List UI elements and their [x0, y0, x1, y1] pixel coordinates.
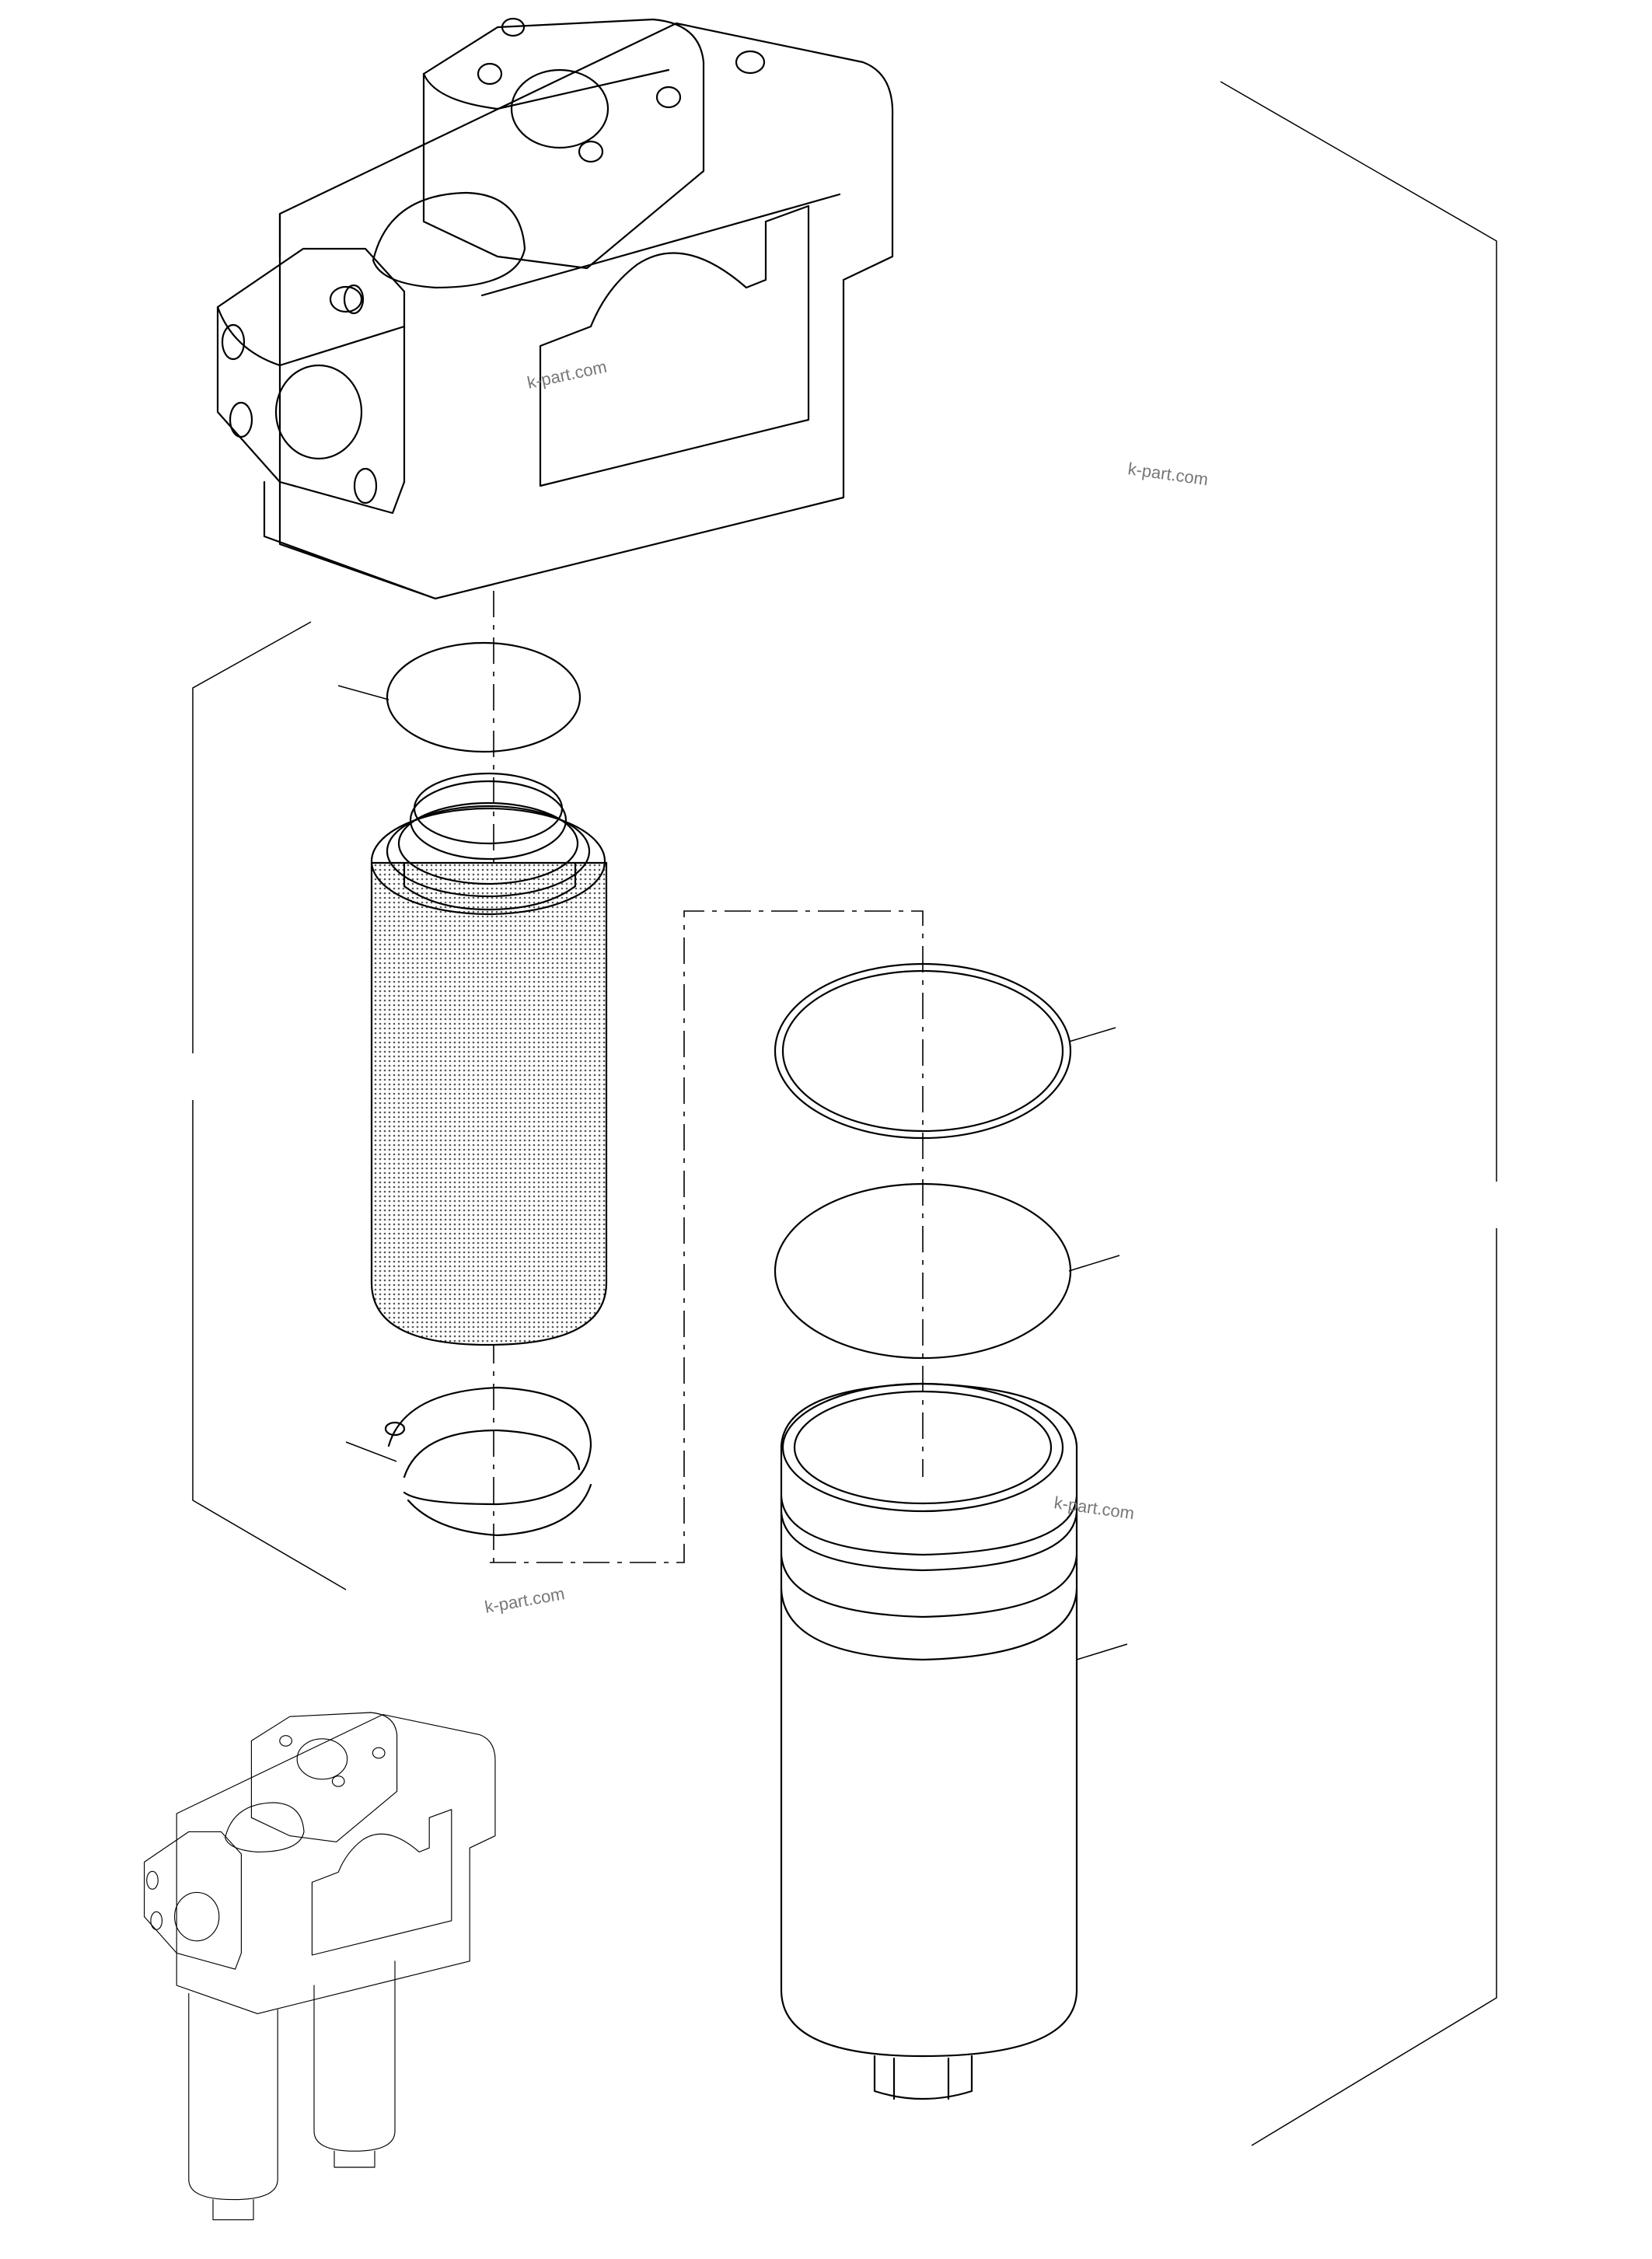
group-bracket-right [1220, 81, 1497, 2146]
filter-head [216, 17, 894, 600]
group-bracket-left [192, 621, 347, 1590]
watermark-3: k-part.com [1053, 1493, 1135, 1523]
filter-bowl [780, 1382, 1128, 2100]
filter-element [370, 772, 608, 1346]
watermark-1: k-part.com [526, 357, 609, 393]
backup-ring [774, 1182, 1120, 1360]
assembly-thumbnail [144, 1712, 496, 2221]
watermark-2: k-part.com [1126, 459, 1209, 489]
upper-o-ring [337, 641, 582, 753]
spring-clip [345, 1386, 592, 1537]
large-o-ring [774, 962, 1116, 1140]
link-line-left-to-right [490, 910, 924, 1563]
watermark-4: k-part.com [484, 1583, 567, 1617]
